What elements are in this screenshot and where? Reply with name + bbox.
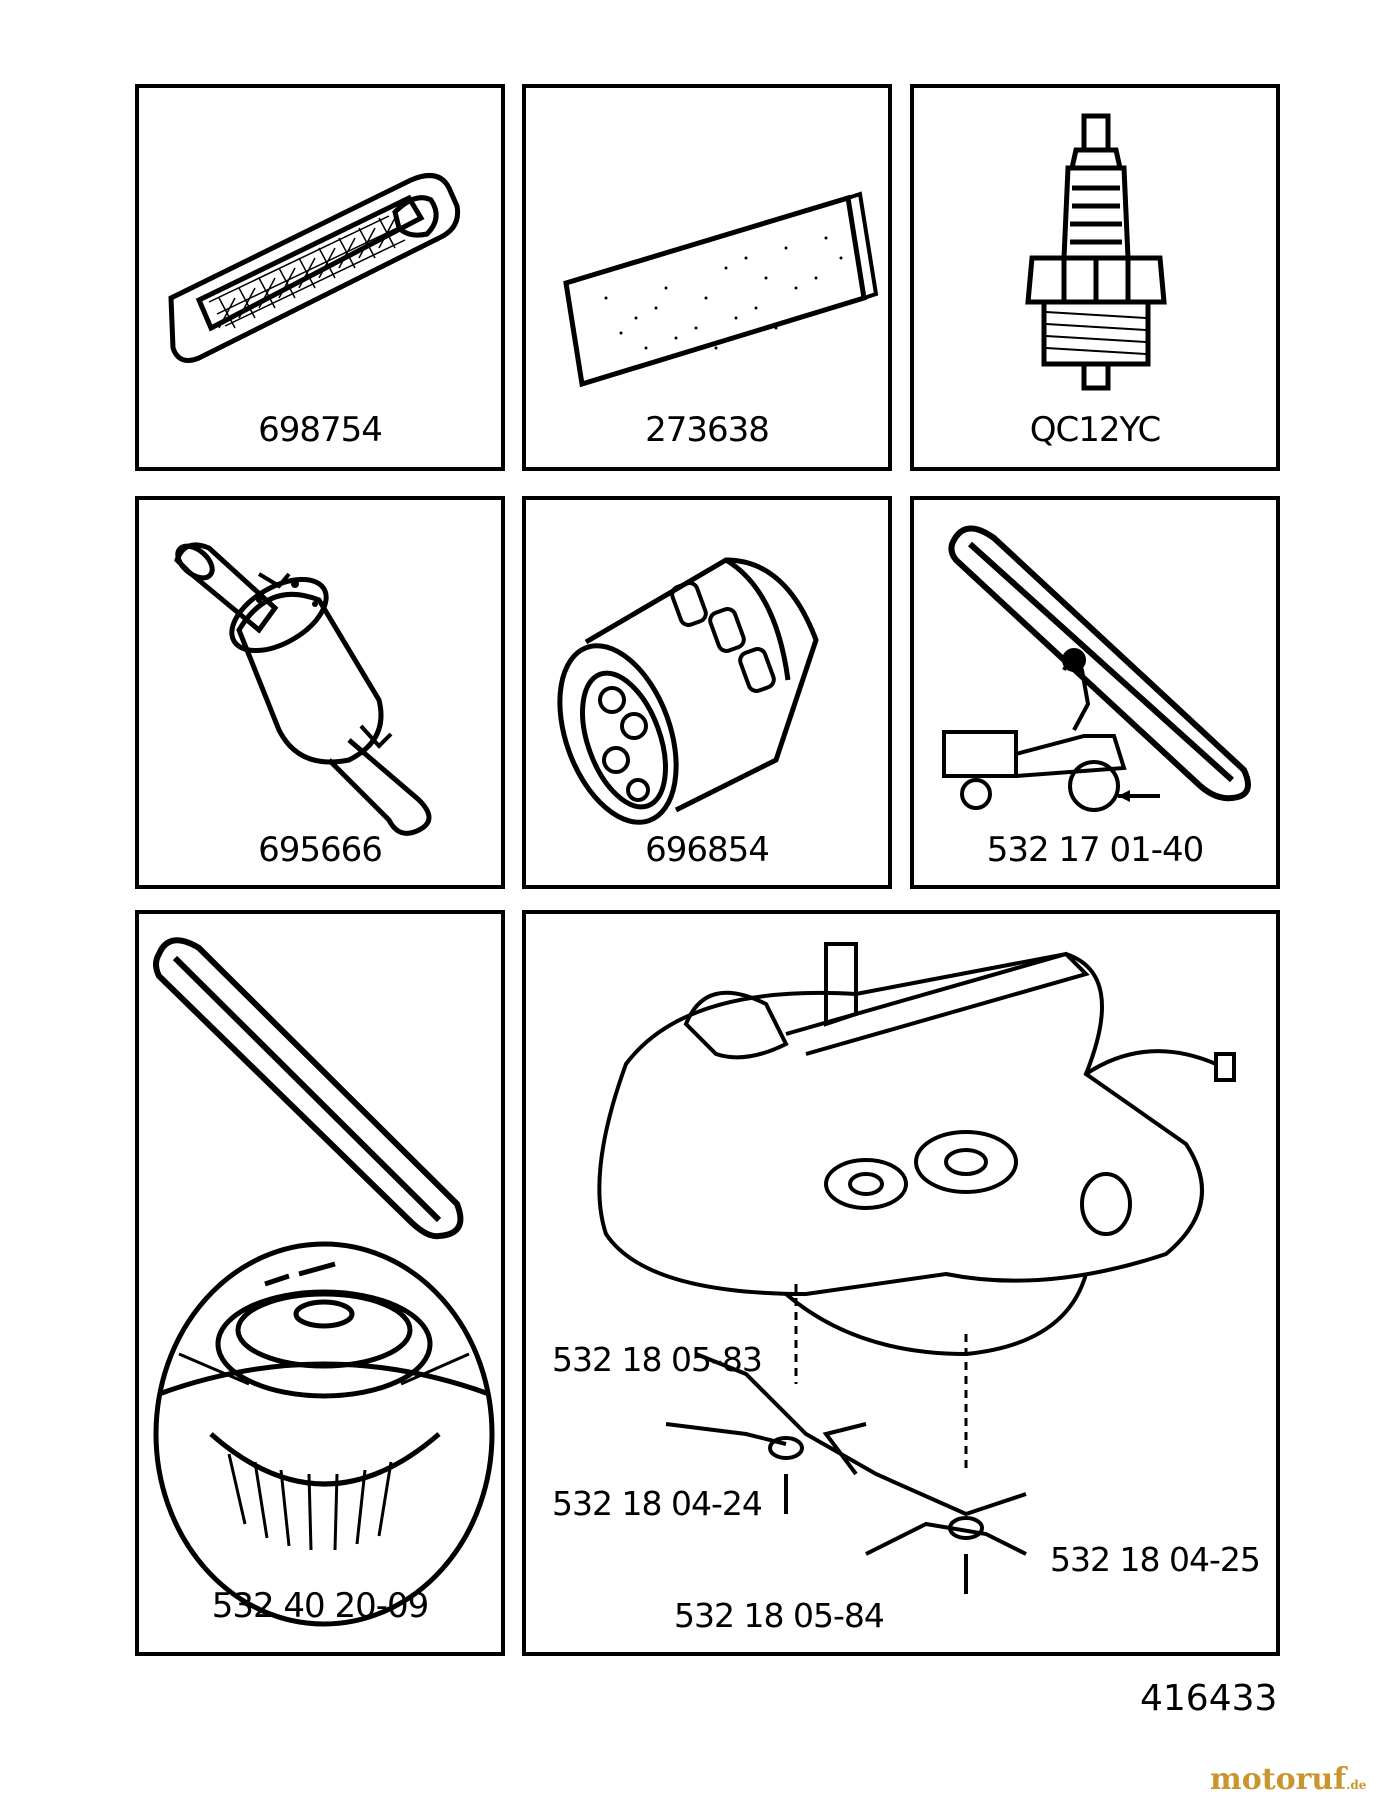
part-number-label: 696854: [645, 830, 770, 870]
belt-pulley-icon: [153, 1241, 495, 1627]
mower-deck-icon: [597, 942, 1236, 1594]
panel-air-filter: 698754: [135, 84, 505, 471]
deck-callout-label: 532 18 05-84: [674, 1596, 885, 1635]
panel-mower-deck: 532 18 05-83 532 18 04-24 532 18 04-25 5…: [522, 910, 1280, 1656]
part-number-label: 273638: [645, 410, 770, 450]
foam-pre-filter-icon: [563, 191, 879, 388]
panel-oil-filter: 696854: [522, 496, 892, 889]
drive-belt-icon: [948, 525, 1251, 802]
fuel-filter-icon: [174, 542, 432, 836]
panel-spark-plug: QC12YC: [910, 84, 1280, 471]
oil-filter-icon: [557, 557, 819, 825]
deck-callout-label: 532 18 05-83: [552, 1340, 763, 1379]
part-number-label: 698754: [258, 410, 383, 450]
panel-drive-belt: 532 17 01-40: [910, 496, 1280, 889]
panel-fuel-filter: 695666: [135, 496, 505, 889]
part-number-label: 532 40 20-09: [211, 1586, 430, 1626]
deck-belt-icon: [153, 937, 464, 1240]
air-filter-icon: [168, 173, 461, 363]
watermark-suffix: .de: [1346, 1778, 1367, 1792]
part-number-label: 532 17 01-40: [986, 830, 1205, 870]
drawing-number: 416433: [1140, 1678, 1278, 1719]
deck-callout-label: 532 18 04-25: [1050, 1540, 1261, 1579]
watermark-logo: motoruf.de: [1210, 1762, 1366, 1797]
panel-pre-filter: 273638: [522, 84, 892, 471]
part-number-label: 695666: [258, 830, 383, 870]
watermark-text: motoruf: [1210, 1762, 1347, 1797]
panel-deck-belt-pulley: 532 40 20-09: [135, 910, 505, 1656]
lawn-tractor-icon: [942, 648, 1160, 812]
deck-callout-label: 532 18 04-24: [552, 1484, 763, 1523]
part-number-label: QC12YC: [1029, 410, 1161, 450]
spark-plug-icon: [1025, 113, 1167, 391]
